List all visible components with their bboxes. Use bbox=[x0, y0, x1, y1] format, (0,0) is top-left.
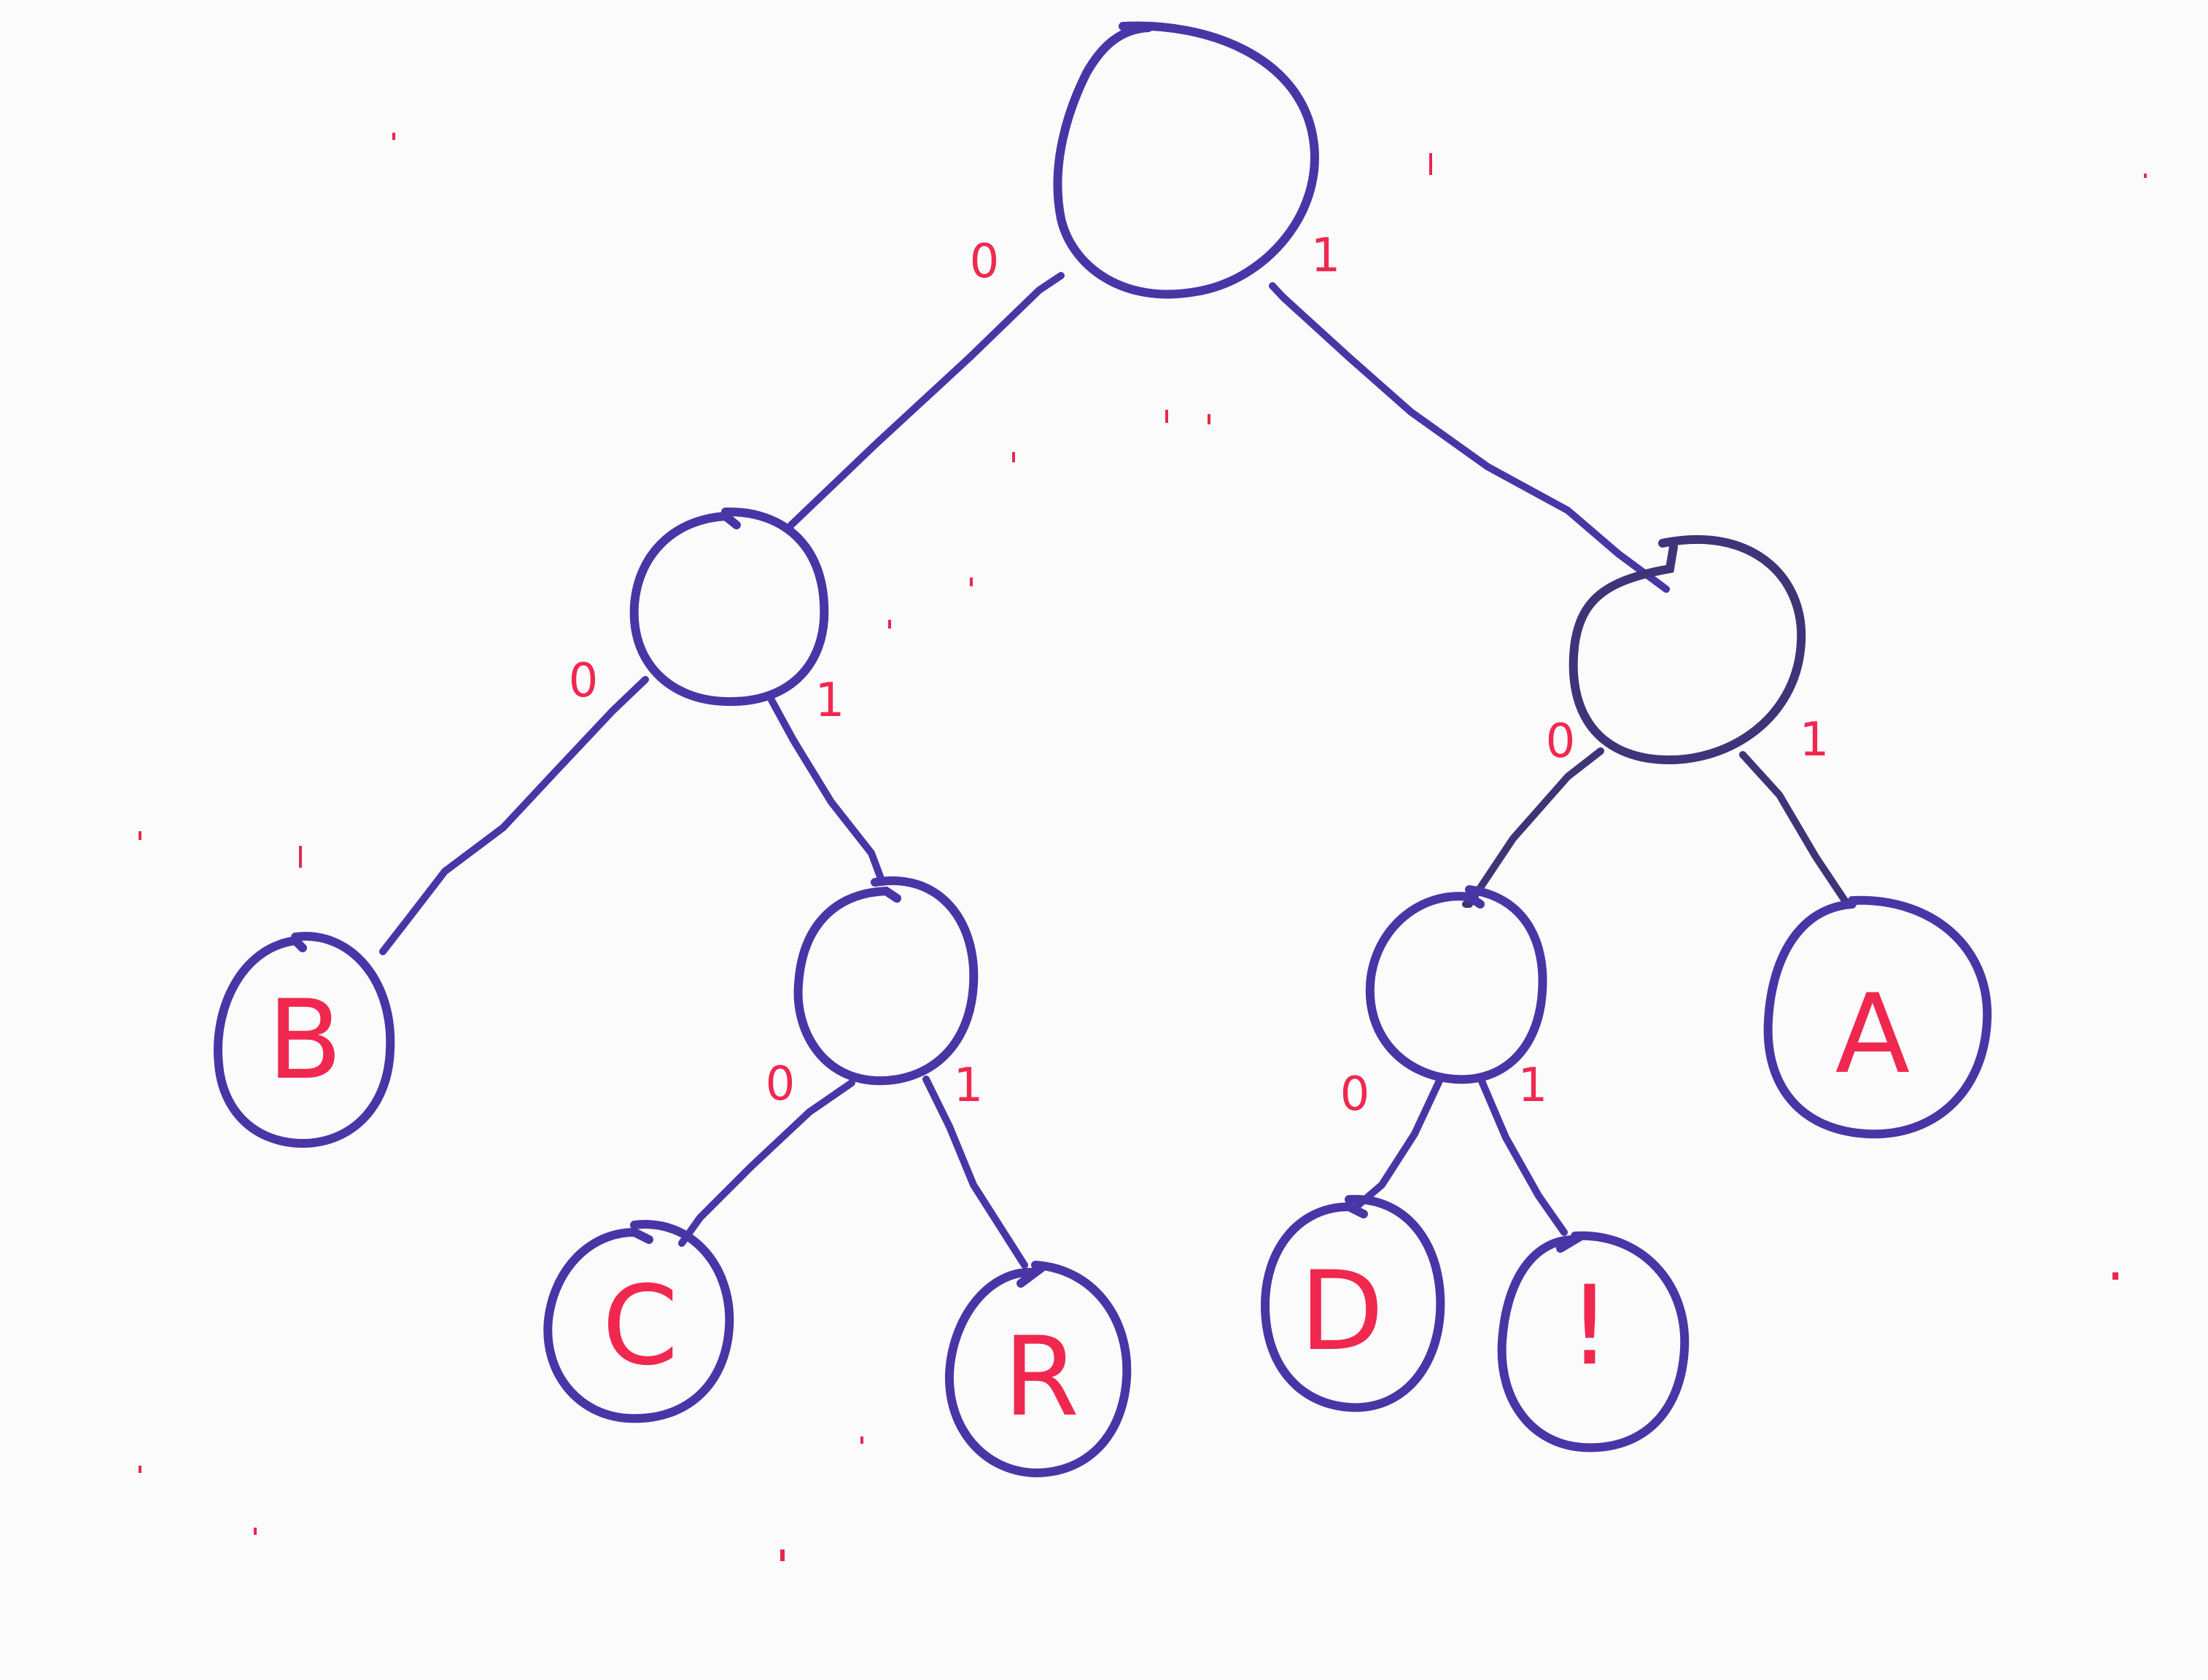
edge-root-n0 bbox=[788, 272, 1065, 529]
bit-label-root-0: 0 bbox=[970, 235, 1000, 289]
edge-n0-n01 bbox=[768, 696, 886, 886]
leaf-label-r: R bbox=[1003, 1314, 1079, 1441]
leaf-label-b: B bbox=[268, 977, 343, 1104]
edge-n1-n10 bbox=[1462, 747, 1604, 908]
leaf-label-c: C bbox=[602, 1263, 679, 1390]
edge-root-n1 bbox=[1269, 282, 1670, 593]
bit-label-root-1: 1 bbox=[1311, 229, 1341, 283]
node-n1 bbox=[1568, 535, 1806, 765]
leaf-labels: B C R A D ! bbox=[268, 971, 1910, 1441]
node-n10 bbox=[1365, 885, 1547, 1084]
bit-label-n0-1: 1 bbox=[815, 674, 845, 728]
edge-n10-leafD bbox=[1353, 1076, 1444, 1210]
bit-label-n0-0: 0 bbox=[569, 654, 599, 708]
tree-edges bbox=[379, 272, 1849, 1269]
node-n01 bbox=[793, 876, 979, 1086]
bit-label-n1-1: 1 bbox=[1800, 713, 1830, 767]
bit-label-n01-0: 0 bbox=[766, 1057, 796, 1111]
edge-n1-leafA bbox=[1739, 751, 1849, 904]
bit-label-n01-1: 1 bbox=[954, 1059, 984, 1113]
edge-n10-leafBang bbox=[1477, 1074, 1568, 1236]
bit-label-n1-0: 0 bbox=[1546, 715, 1576, 769]
tree-nodes bbox=[214, 21, 1992, 1478]
node-leafA bbox=[1763, 895, 1992, 1139]
whiteboard-specks bbox=[139, 133, 2147, 1561]
node-root bbox=[1053, 21, 1319, 299]
node-leafR bbox=[944, 1261, 1132, 1478]
bit-label-n10-0: 0 bbox=[1340, 1068, 1370, 1121]
bit-labels: 0 1 0 1 0 1 0 1 0 1 bbox=[569, 229, 1830, 1121]
node-leafB bbox=[214, 932, 395, 1148]
leaf-label-a: A bbox=[1835, 971, 1910, 1098]
bit-label-n10-1: 1 bbox=[1518, 1059, 1548, 1113]
node-leafBang bbox=[1497, 1231, 1690, 1452]
edge-n0-leafB bbox=[379, 676, 649, 955]
node-leafC bbox=[543, 1220, 734, 1423]
leaf-label-d: D bbox=[1299, 1248, 1384, 1375]
node-n0 bbox=[629, 507, 829, 707]
node-leafD bbox=[1260, 1194, 1445, 1412]
leaf-label-bang: ! bbox=[1568, 1263, 1612, 1390]
edge-n01-leafR bbox=[922, 1076, 1028, 1269]
edge-n01-leafC bbox=[678, 1079, 855, 1247]
